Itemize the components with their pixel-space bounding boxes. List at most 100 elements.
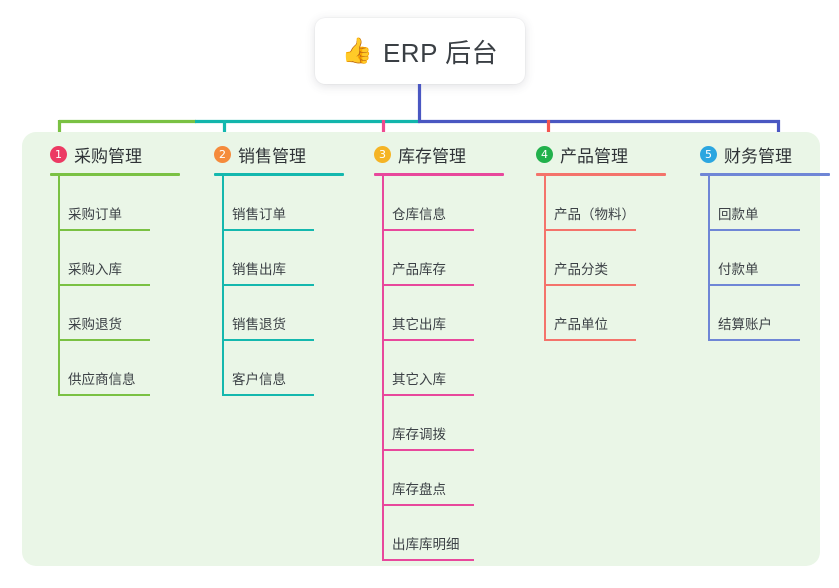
branch-number-badge: 3: [374, 145, 391, 163]
branch-item-label: 出库库明细: [392, 537, 460, 552]
branch-item-underline: [58, 394, 150, 396]
branch-item[interactable]: 回款单: [686, 176, 839, 231]
branch-header-2[interactable]: 2 销售管理: [200, 132, 364, 176]
branch-item-underline: [222, 284, 314, 286]
branch-item-label: 销售出库: [232, 262, 286, 277]
branch-header-underline: [536, 173, 666, 176]
branch-header-underline: [374, 173, 504, 176]
branch-item-label: 结算账户: [718, 317, 772, 332]
branch-header-3[interactable]: 3 库存管理: [360, 132, 524, 176]
branch-item-underline: [382, 504, 474, 506]
branch-item-label: 采购入库: [68, 262, 122, 277]
branch-item[interactable]: 结算账户: [686, 286, 839, 341]
branch-item-underline: [544, 229, 636, 231]
branch-item-list: 采购订单采购入库采购退货供应商信息: [36, 176, 200, 396]
branch-item[interactable]: 销售出库: [200, 231, 364, 286]
branch-spine: [222, 176, 224, 396]
branch-header-underline: [50, 173, 180, 176]
branch-item-underline: [708, 229, 800, 231]
branch-header-4[interactable]: 4 产品管理: [522, 132, 686, 176]
branch-item[interactable]: 其它出库: [360, 286, 524, 341]
branch-item-label: 销售退货: [232, 317, 286, 332]
branch-item-underline: [382, 394, 474, 396]
branch-number-badge: 4: [536, 145, 553, 163]
branch-spine: [708, 176, 710, 341]
branch-item-underline: [382, 229, 474, 231]
branch-item-underline: [222, 339, 314, 341]
branch-number-badge: 5: [700, 145, 717, 163]
branch-spine: [544, 176, 546, 341]
branch-header-underline: [214, 173, 344, 176]
branch-item[interactable]: 仓库信息: [360, 176, 524, 231]
branch-item-underline: [544, 339, 636, 341]
branch-item[interactable]: 供应商信息: [36, 341, 200, 396]
branch-spine: [58, 176, 60, 396]
branch-spine: [382, 176, 384, 561]
branch-item-list: 产品（物料） 产品分类产品单位: [522, 176, 686, 341]
branch-item-underline: [58, 229, 150, 231]
branch-column-1: 1 采购管理采购订单采购入库采购退货供应商信息: [36, 132, 200, 396]
branch-item[interactable]: 其它入库: [360, 341, 524, 396]
branch-item-label: 产品分类: [554, 262, 608, 277]
branch-title: 产品管理: [560, 146, 628, 166]
root-node-erp-backend[interactable]: 👍 ERP 后台: [315, 18, 525, 84]
branch-item-underline: [544, 284, 636, 286]
branch-title: 库存管理: [398, 146, 466, 166]
root-node-content: 👍 ERP 后台: [342, 33, 498, 70]
branch-item[interactable]: 出库库明细: [360, 506, 524, 561]
branch-item-label: 产品单位: [554, 317, 608, 332]
branch-item[interactable]: 销售订单: [200, 176, 364, 231]
branch-item-underline: [382, 559, 474, 561]
branch-header-1[interactable]: 1 采购管理: [36, 132, 200, 176]
branch-item[interactable]: 采购入库: [36, 231, 200, 286]
branch-item[interactable]: 采购订单: [36, 176, 200, 231]
branch-item-list: 销售订单销售出库销售退货客户信息: [200, 176, 364, 396]
branch-item-list: 回款单付款单结算账户: [686, 176, 839, 341]
branch-column-4: 4 产品管理产品（物料） 产品分类产品单位: [522, 132, 686, 341]
branch-item-underline: [222, 229, 314, 231]
branch-item[interactable]: 产品（物料）: [522, 176, 686, 231]
branch-header-5[interactable]: 5 财务管理: [686, 132, 839, 176]
branch-item-underline: [222, 394, 314, 396]
branch-item[interactable]: 采购退货: [36, 286, 200, 341]
branch-item-list: 仓库信息产品库存其它出库其它入库库存调拨库存盘点出库库明细: [360, 176, 524, 561]
branch-item[interactable]: 产品库存: [360, 231, 524, 286]
branch-item-label: 回款单: [718, 207, 759, 222]
branch-title: 销售管理: [238, 146, 306, 166]
branch-item[interactable]: 客户信息: [200, 341, 364, 396]
branch-item[interactable]: 销售退货: [200, 286, 364, 341]
branch-header-underline: [700, 173, 830, 176]
branch-item-label: 其它出库: [392, 317, 446, 332]
branch-column-2: 2 销售管理销售订单销售出库销售退货客户信息: [200, 132, 364, 396]
branch-title: 采购管理: [74, 146, 142, 166]
branch-item-underline: [58, 284, 150, 286]
branch-item-underline: [708, 339, 800, 341]
branch-item[interactable]: 产品分类: [522, 231, 686, 286]
branch-item-label: 库存盘点: [392, 482, 446, 497]
branch-title: 财务管理: [724, 146, 792, 166]
branch-item-label: 库存调拨: [392, 427, 446, 442]
branch-item-underline: [382, 339, 474, 341]
branches-panel: [22, 132, 820, 566]
branch-columns: 1 采购管理采购订单采购入库采购退货供应商信息 2 销售管理销售订单销售出库销售退货客…: [22, 132, 830, 566]
branch-item[interactable]: 产品单位: [522, 286, 686, 341]
branch-item[interactable]: 库存盘点: [360, 451, 524, 506]
branch-number-badge: 1: [50, 145, 67, 163]
branch-item-label: 销售订单: [232, 207, 286, 222]
branch-item-label: 客户信息: [232, 372, 286, 387]
branch-item-label: 供应商信息: [68, 372, 136, 387]
thumbs-up-icon: 👍: [341, 36, 373, 65]
branch-item[interactable]: 付款单: [686, 231, 839, 286]
branch-number-badge: 2: [214, 145, 231, 163]
branch-item-label: 采购订单: [68, 207, 122, 222]
branch-item-underline: [382, 449, 474, 451]
branch-column-3: 3 库存管理仓库信息产品库存其它出库其它入库库存调拨库存盘点出库库明细: [360, 132, 524, 561]
branch-item-label: 产品（物料）: [554, 207, 635, 222]
branch-column-5: 5 财务管理回款单付款单结算账户: [686, 132, 839, 341]
branch-item-underline: [382, 284, 474, 286]
branch-item[interactable]: 库存调拨: [360, 396, 524, 451]
branch-item-underline: [58, 339, 150, 341]
root-node-title: ERP 后台: [382, 37, 499, 68]
branch-item-label: 产品库存: [392, 262, 446, 277]
